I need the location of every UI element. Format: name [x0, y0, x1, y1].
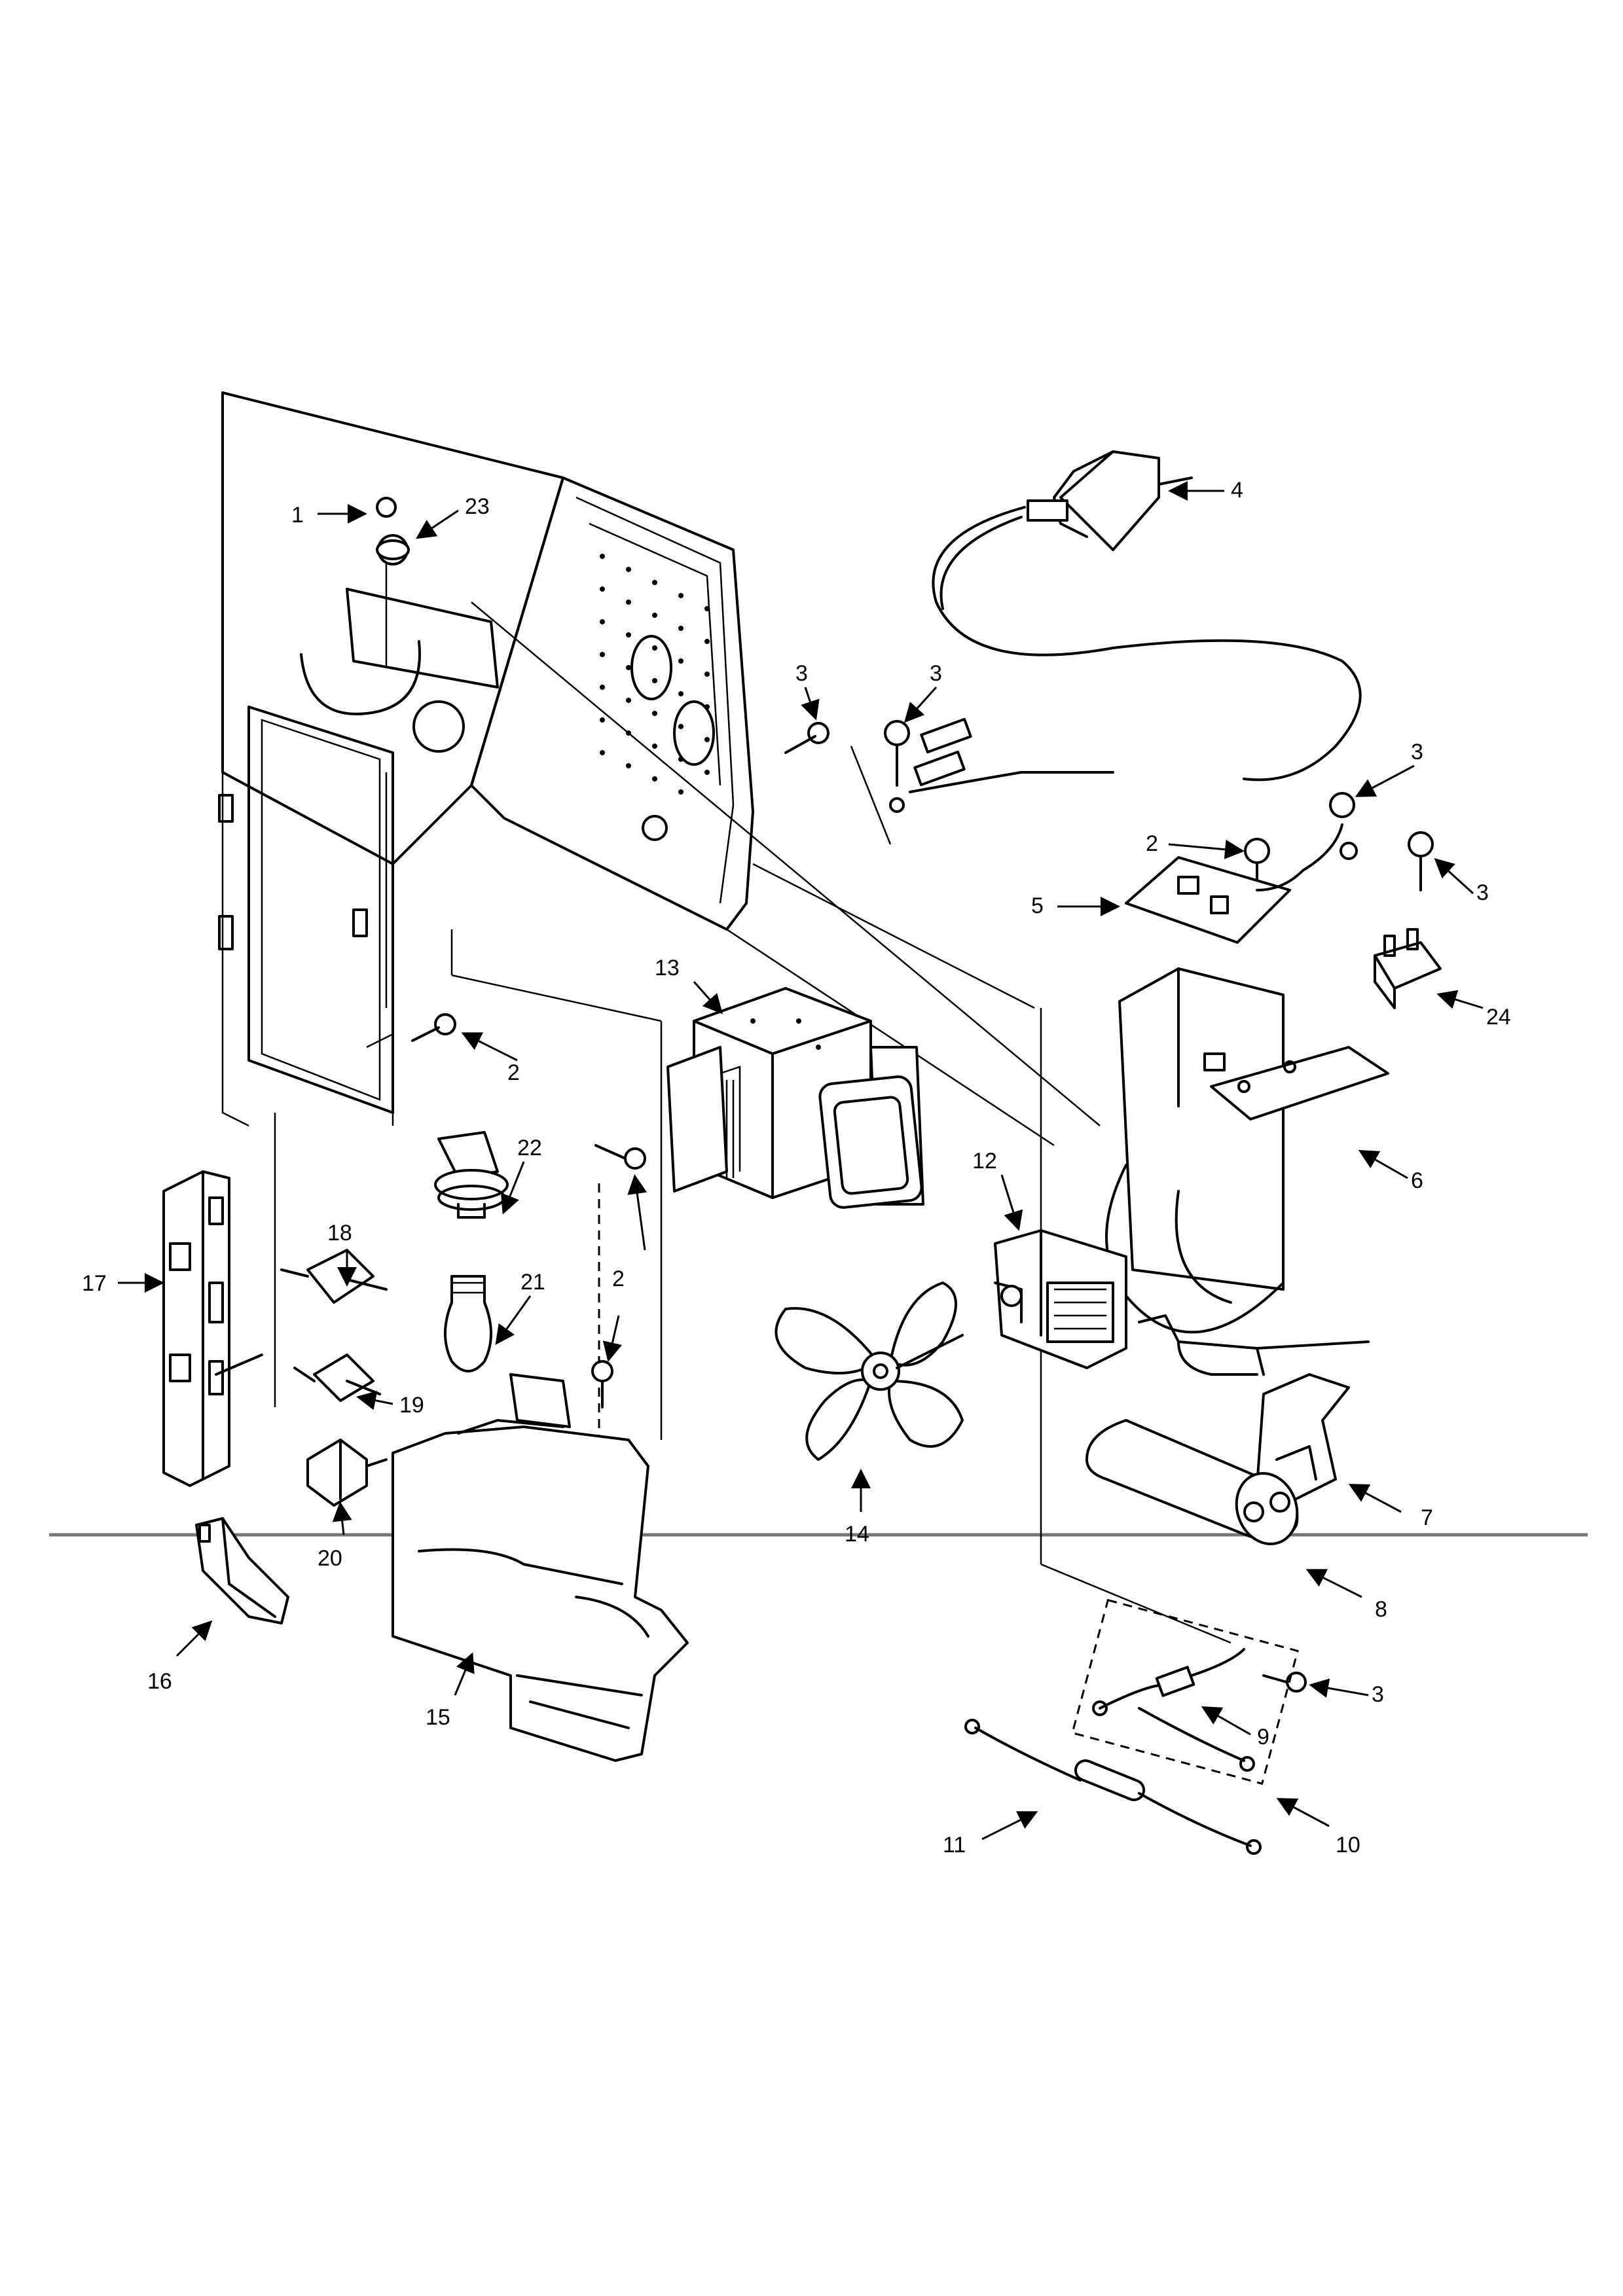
callout-15: 15 [426, 1705, 450, 1730]
door-switch-holder [162, 1170, 263, 1487]
callout-22: 22 [517, 1136, 542, 1160]
door-latch-lever [195, 1517, 289, 1624]
callout-19: 19 [399, 1393, 424, 1418]
perforation-pattern [600, 554, 710, 795]
callout-2-a: 2 [1146, 831, 1158, 856]
callout-11: 11 [943, 1833, 966, 1857]
callout-3-d: 3 [1476, 880, 1489, 905]
power-cord-plug [909, 450, 1362, 793]
assembly-guide-lines [274, 537, 1231, 1644]
microswitch-19 [293, 1354, 381, 1402]
callout-17: 17 [82, 1271, 107, 1296]
control-pcb [1125, 823, 1343, 944]
fuse-lead [964, 1719, 1262, 1855]
hv-diode-assembly [1071, 1598, 1299, 1785]
callout-3-c: 3 [1411, 740, 1423, 764]
callout-3-e: 3 [1372, 1682, 1384, 1707]
callout-12: 12 [972, 1149, 997, 1174]
callout-leaders [118, 481, 1484, 1840]
cord-clamp-23 [376, 539, 410, 560]
callout-3-a: 3 [795, 661, 808, 686]
callout-14: 14 [845, 1522, 869, 1547]
callout-16: 16 [147, 1669, 172, 1694]
callout-4: 4 [1231, 478, 1243, 503]
hv-capacitor [1085, 1419, 1299, 1545]
relay-block [1374, 928, 1442, 1009]
callout-13: 13 [655, 956, 680, 980]
fan-blade [775, 1282, 964, 1461]
magnetron [666, 987, 924, 1209]
callout-1: 1 [291, 503, 304, 528]
callout-20: 20 [318, 1546, 342, 1571]
fan-motor [994, 1229, 1127, 1369]
callout-24: 24 [1486, 1005, 1511, 1030]
callout-18: 18 [327, 1221, 352, 1246]
air-guide-duct [392, 1373, 689, 1762]
callout-9: 9 [1257, 1725, 1269, 1749]
callout-5: 5 [1031, 893, 1044, 918]
oven-cavity-chassis [218, 391, 754, 1127]
microswitch-18 [280, 1249, 388, 1304]
callout-2-b: 2 [507, 1060, 520, 1085]
callout-3-b: 3 [930, 661, 942, 686]
callout-7: 7 [1421, 1505, 1433, 1530]
callout-labels: 1 23 4 3 3 3 3 3 2 2 2 5 24 13 6 12 22 1… [82, 478, 1511, 1857]
fan-duct-bracket [1105, 967, 1389, 1376]
microswitch-20 [306, 1439, 388, 1507]
lamp-socket [434, 1131, 509, 1219]
oven-lamp-bulb [444, 1275, 492, 1372]
callout-6: 6 [1411, 1168, 1423, 1193]
callout-8: 8 [1375, 1597, 1387, 1622]
callout-2-c: 2 [612, 1266, 625, 1291]
callout-10: 10 [1336, 1833, 1360, 1857]
callout-21: 21 [520, 1270, 545, 1295]
callout-23: 23 [465, 494, 490, 519]
